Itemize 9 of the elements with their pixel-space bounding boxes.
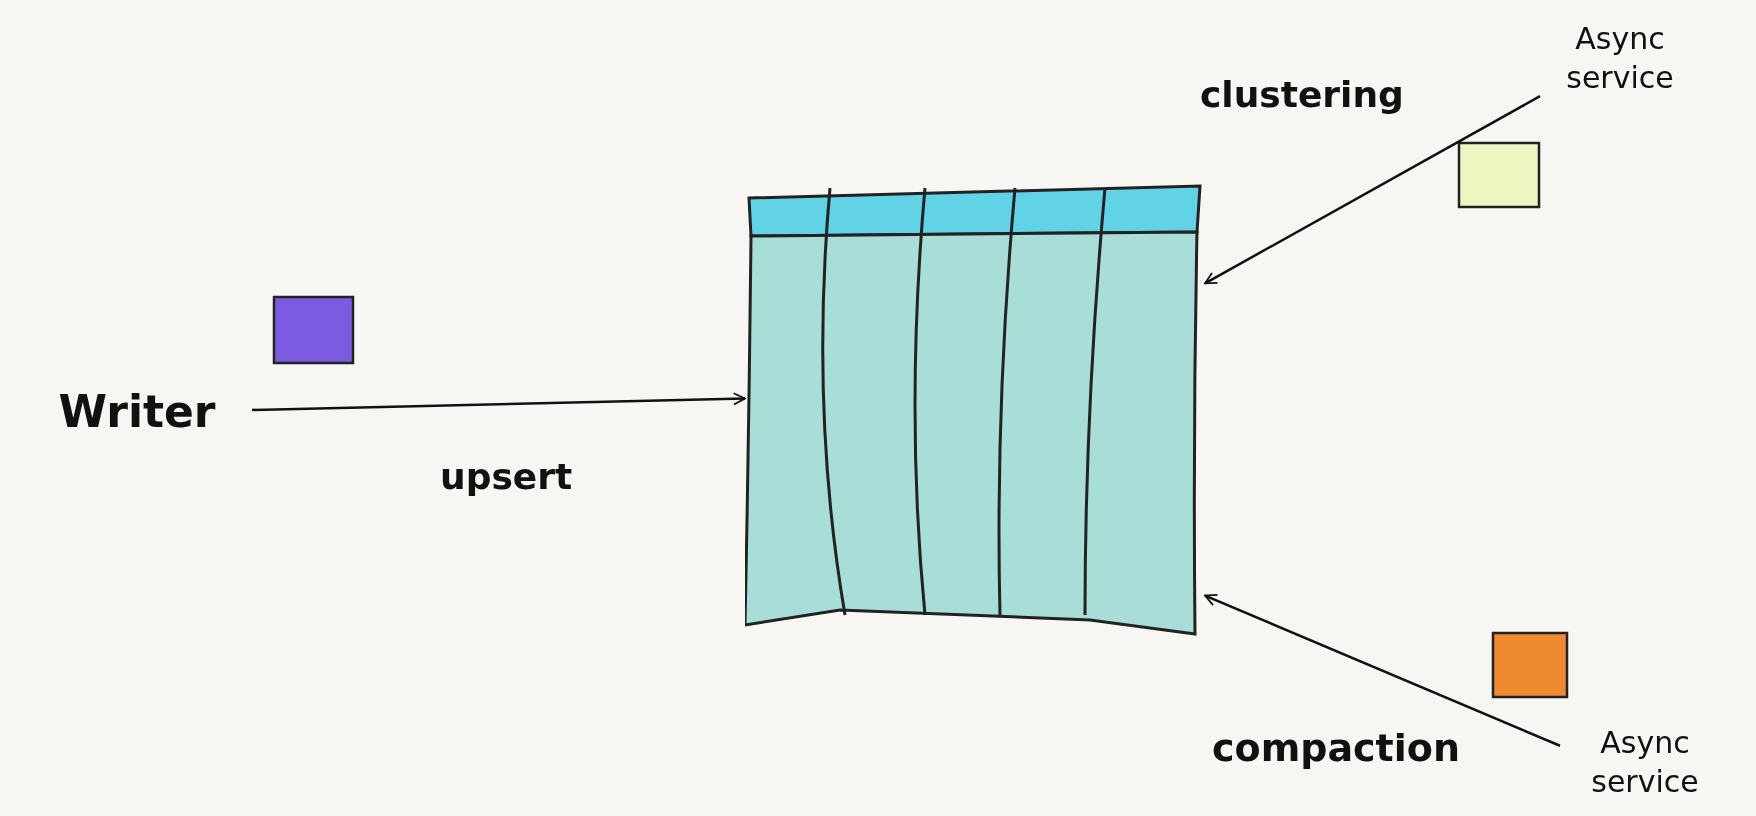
arrow — [1204, 593, 1561, 747]
node-label: Async service — [1565, 20, 1675, 97]
node-label: Async service — [1590, 724, 1700, 801]
edge-label: upsert — [440, 456, 573, 497]
edge-label: compaction — [1212, 726, 1460, 770]
node-label: Writer — [57, 385, 217, 440]
arrow — [1204, 95, 1541, 285]
arrow — [251, 392, 746, 412]
edge-label: clustering — [1200, 74, 1404, 115]
